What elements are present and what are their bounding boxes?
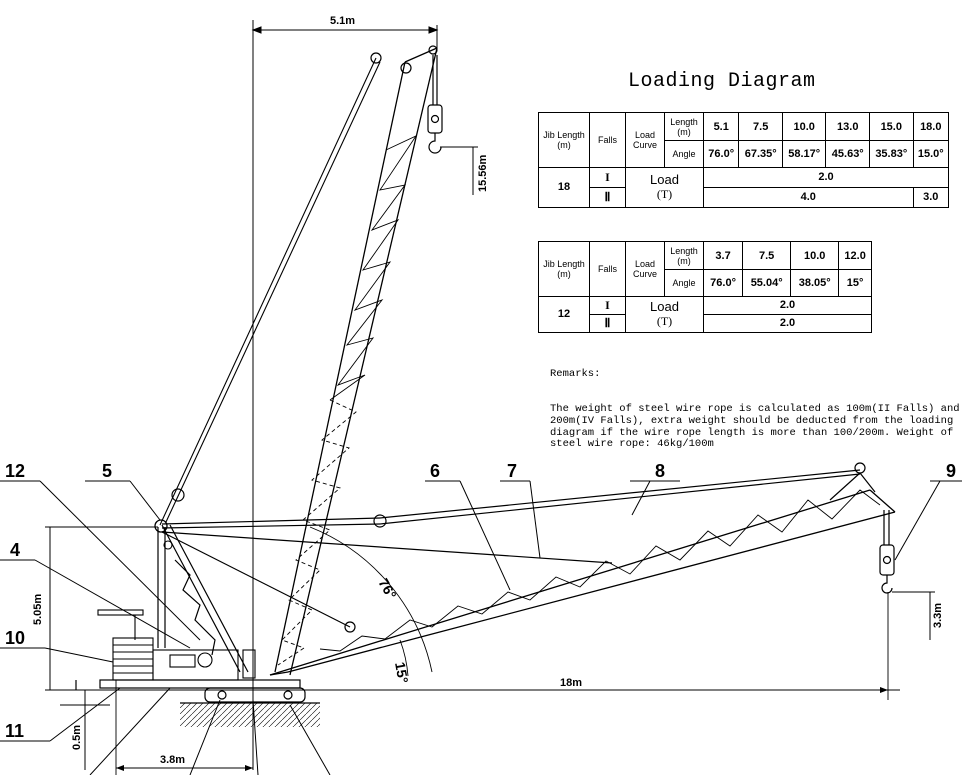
- dim-top-label: 5.1m: [330, 15, 355, 27]
- length-cell: 12.0: [838, 240, 872, 271]
- length-cell: 7.5: [742, 240, 792, 271]
- jib-length-value: 18: [538, 166, 590, 209]
- angle-cell: 76.0°: [702, 140, 740, 168]
- remarks-label: Remarks:: [550, 367, 601, 380]
- angle-upper-label: 76°: [375, 576, 399, 602]
- callout-9: 9: [946, 461, 956, 481]
- luffing-jib: [269, 489, 896, 676]
- angle-cell: 35.83°: [869, 140, 914, 168]
- dim-boom-height-label: 5.05m: [32, 594, 44, 625]
- head-jib: Jib Length (m): [538, 241, 590, 297]
- fall-2: Ⅱ: [589, 313, 626, 334]
- angle-cell: 45.63°: [825, 140, 871, 168]
- dim-top: [251, 25, 439, 50]
- callout-7: 7: [507, 461, 517, 481]
- load-label: Load (T): [625, 166, 704, 209]
- length-cell: 10.0: [790, 240, 840, 271]
- length-cell: 5.1: [702, 111, 740, 142]
- remarks: Remarks: The weight of steel wire rope i…: [550, 345, 970, 463]
- head-falls: Falls: [589, 241, 626, 297]
- fall-1: I: [589, 166, 626, 188]
- dim-base-width-label: 3.8m: [160, 754, 185, 766]
- head-jib: Jib Length (m): [538, 112, 590, 168]
- angle-cell: 38.05°: [790, 269, 840, 297]
- callout-4: 4: [10, 540, 20, 560]
- load-row-2-last: 3.0: [912, 186, 950, 209]
- diagram-title: Loading Diagram: [628, 70, 816, 93]
- jib-hook: [879, 510, 895, 594]
- callout-10: 10: [5, 628, 25, 648]
- jib-length-value: 12: [538, 295, 590, 334]
- upright-boom: [274, 47, 438, 676]
- callout-12: 12: [5, 461, 25, 481]
- head-falls: Falls: [589, 112, 626, 168]
- crawler-base: [75, 679, 306, 703]
- upright-hook: [427, 55, 443, 154]
- head-curve: Load Curve: [625, 112, 665, 168]
- angle-cell: 67.35°: [738, 140, 783, 168]
- length-cell: 7.5: [738, 111, 783, 142]
- angle-cell: 15.0°: [912, 140, 950, 168]
- dim-jib-length-label: 18m: [560, 677, 582, 689]
- upright-boom-lattice: [277, 134, 418, 666]
- load-label: Load (T): [625, 295, 704, 334]
- mast-top-pulley: [154, 519, 168, 533]
- dim-ground-clearance-label: 0.5m: [71, 725, 83, 750]
- ground-hatch: [180, 703, 320, 727]
- angle-arc-upper: [309, 526, 433, 673]
- dim-hook-height: [440, 146, 478, 195]
- jib-tip-pulley: [854, 462, 866, 474]
- callout-6: 6: [430, 461, 440, 481]
- upright-boom-top-pulley: [370, 52, 382, 64]
- dim-jib-hook-height: [892, 591, 935, 640]
- load-table-18: Jib Length (m) Falls Load Curve Length (…: [538, 111, 950, 209]
- counterweight: [97, 609, 154, 681]
- length-cell: 13.0: [825, 111, 871, 142]
- upright-pendant: [159, 57, 381, 526]
- head-angle: Angle: [664, 140, 704, 168]
- angle-cell: 55.04°: [742, 269, 792, 297]
- length-cell: 18.0: [912, 111, 950, 142]
- head-length: Length (m): [664, 240, 704, 271]
- remarks-text: The weight of steel wire rope is calcula…: [550, 402, 966, 451]
- angle-cell: 76.0°: [702, 269, 744, 297]
- machine-house: [152, 649, 256, 681]
- length-cell: 10.0: [781, 111, 827, 142]
- angle-lower-label: 15°: [392, 661, 411, 685]
- load-row-1: 2.0: [703, 295, 872, 315]
- luffing-jib-lattice: [319, 489, 881, 652]
- fall-1: I: [589, 295, 626, 315]
- load-table-12: Jib Length (m) Falls Load Curve Length (…: [538, 240, 872, 334]
- callout-5: 5: [102, 461, 112, 481]
- load-row-2: 4.0: [703, 186, 914, 209]
- angle-cell: 58.17°: [781, 140, 827, 168]
- angle-cell: 15°: [838, 269, 872, 297]
- callout-11: 11: [5, 721, 24, 741]
- head-curve: Load Curve: [625, 241, 665, 297]
- fall-2: Ⅱ: [589, 186, 626, 209]
- callout-8: 8: [655, 461, 665, 481]
- angle-arc-lower: [399, 639, 409, 677]
- length-cell: 3.7: [702, 240, 744, 271]
- head-length: Length (m): [664, 111, 704, 142]
- load-row-2: 2.0: [703, 313, 872, 334]
- mast: [157, 524, 249, 673]
- length-cell: 15.0: [869, 111, 914, 142]
- load-row-1: 2.0: [703, 166, 949, 188]
- callouts: [0, 480, 962, 775]
- dim-hook-height-label: 15.56m: [477, 154, 489, 192]
- head-angle: Angle: [664, 269, 704, 297]
- jib-pendant: [161, 469, 861, 628]
- dim-jib-hook-height-label: 3.3m: [932, 603, 944, 628]
